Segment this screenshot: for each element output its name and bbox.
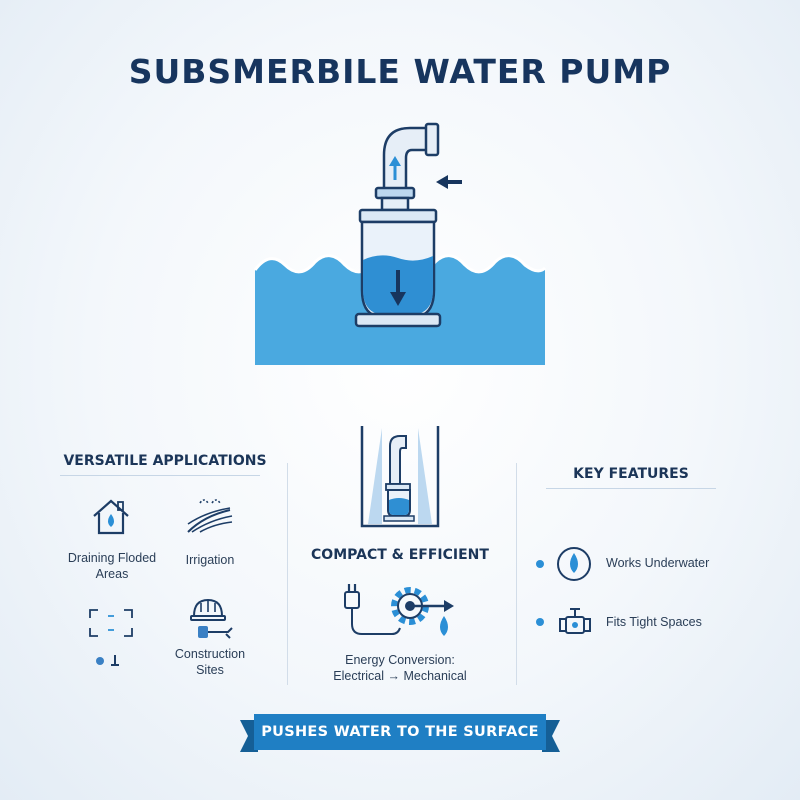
feature-bullet [536,560,544,568]
energy-caption-line2: Electrical → Mechanical [333,669,467,683]
banner-ribbon [240,714,560,752]
feature-label-underwater: Works Underwater [606,556,710,570]
applications-heading: VERSATILE APPLICATIONS [63,453,267,469]
output-arrow-icon [412,600,454,612]
applications-rule [60,475,260,476]
inflow-arrow-icon [436,175,462,189]
key-features-heading: KEY FEATURES [573,466,689,482]
pipe-valve-icon [559,608,591,634]
irrigation-field-icon [187,499,233,533]
plug-icon [344,584,401,635]
submersible-pump-illustration [253,122,547,365]
feature-label-tight-spaces: Fits Tight Spaces [606,615,702,629]
house-water-icon [93,499,129,535]
app-label-irrigation: Irrigation [185,553,235,567]
column-divider-left [287,463,288,685]
key-features-rule [546,488,716,489]
feature-bullet [536,618,544,626]
hard-hat-tool-icon [190,598,233,639]
banner-text: PUSHES WATER TO THE SURFACE [261,724,539,740]
column-divider-right [516,463,517,685]
up-arrow-icon [389,156,401,180]
outlet-pipe [374,122,440,212]
compact-efficient-heading: COMPACT & EFFICIENT [311,547,489,563]
down-arrow-icon [390,270,406,306]
water-drop-circle-icon [557,547,591,581]
app-label-construction: Construction Sites [174,647,246,677]
focus-frame-icon [89,609,133,666]
page-title: SUBSMERBILE WATER PUMP [128,52,672,91]
app-label-draining: Draining Floded Areas [67,551,157,581]
pump-in-well-icon [360,426,440,528]
water-drop-icon [440,616,448,636]
energy-conversion-icon [344,584,454,636]
energy-caption-line1: Energy Conversion: [345,653,455,667]
pump-body [354,208,442,328]
